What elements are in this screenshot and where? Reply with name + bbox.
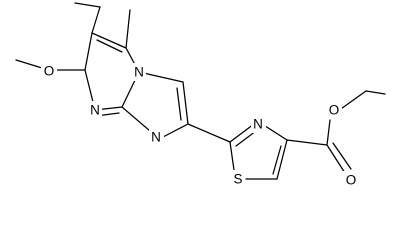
bond-ethyl-ch2-ch3-ester bbox=[365, 90, 386, 95]
atom-label-imidazole-n: N bbox=[151, 130, 161, 145]
bond-c4prime-carbonyl-c bbox=[286, 139, 328, 146]
bond-n3prime-c4prime bbox=[261, 123, 288, 141]
bond-c5-methyl bbox=[125, 9, 131, 49]
atom-label-methoxy-o: O bbox=[44, 64, 55, 79]
atom-label-carbonyl-o: O bbox=[346, 173, 357, 188]
bond-c3-c2-double bbox=[176, 87, 182, 121]
bond-c2-n1 bbox=[162, 123, 189, 138]
atom-label-pyrimidine-n-lower: N bbox=[90, 103, 100, 118]
bond-carbonyl-c-ester-o bbox=[326, 119, 331, 146]
molecule-structure: N N N O N S O O bbox=[15, 2, 386, 189]
bond-ethyl-ch2-ch3 bbox=[74, 2, 101, 8]
bond-c2prime-n3prime-double bbox=[235, 130, 257, 147]
bond-c6-c5-double bbox=[96, 39, 123, 53]
bond-ester-o-ch2 bbox=[337, 90, 367, 112]
bond-c7-c6 bbox=[84, 32, 93, 71]
atom-label-ester-o: O bbox=[329, 103, 340, 118]
atom-label-thiazole-n: N bbox=[253, 117, 263, 132]
bond-c4prime-c5prime bbox=[276, 139, 288, 180]
bond-c3-c2 bbox=[182, 81, 189, 125]
bond-c2-c2prime bbox=[187, 123, 231, 143]
bond-o-methyl bbox=[15, 59, 43, 69]
atom-label-layer: N N N O N S O O bbox=[41, 62, 359, 189]
atom-label-thiazole-s: S bbox=[233, 172, 242, 187]
bond-s1prime-c2prime bbox=[229, 141, 235, 171]
bond-c4prime-c5prime-double bbox=[272, 145, 282, 175]
bond-n1-c8a bbox=[121, 106, 151, 132]
bond-c6-ethyl-ch2 bbox=[91, 6, 101, 34]
bond-c2prime-n3prime bbox=[229, 123, 255, 143]
bond-carbonyl-c-o-double bbox=[332, 142, 352, 170]
bond-layer bbox=[15, 2, 386, 180]
bond-c6-c5 bbox=[91, 32, 127, 49]
bond-n4-c3 bbox=[138, 71, 184, 83]
bond-carbonyl-c-o bbox=[326, 144, 346, 174]
atom-label-pyrimidine-n-fused: N bbox=[134, 65, 144, 80]
